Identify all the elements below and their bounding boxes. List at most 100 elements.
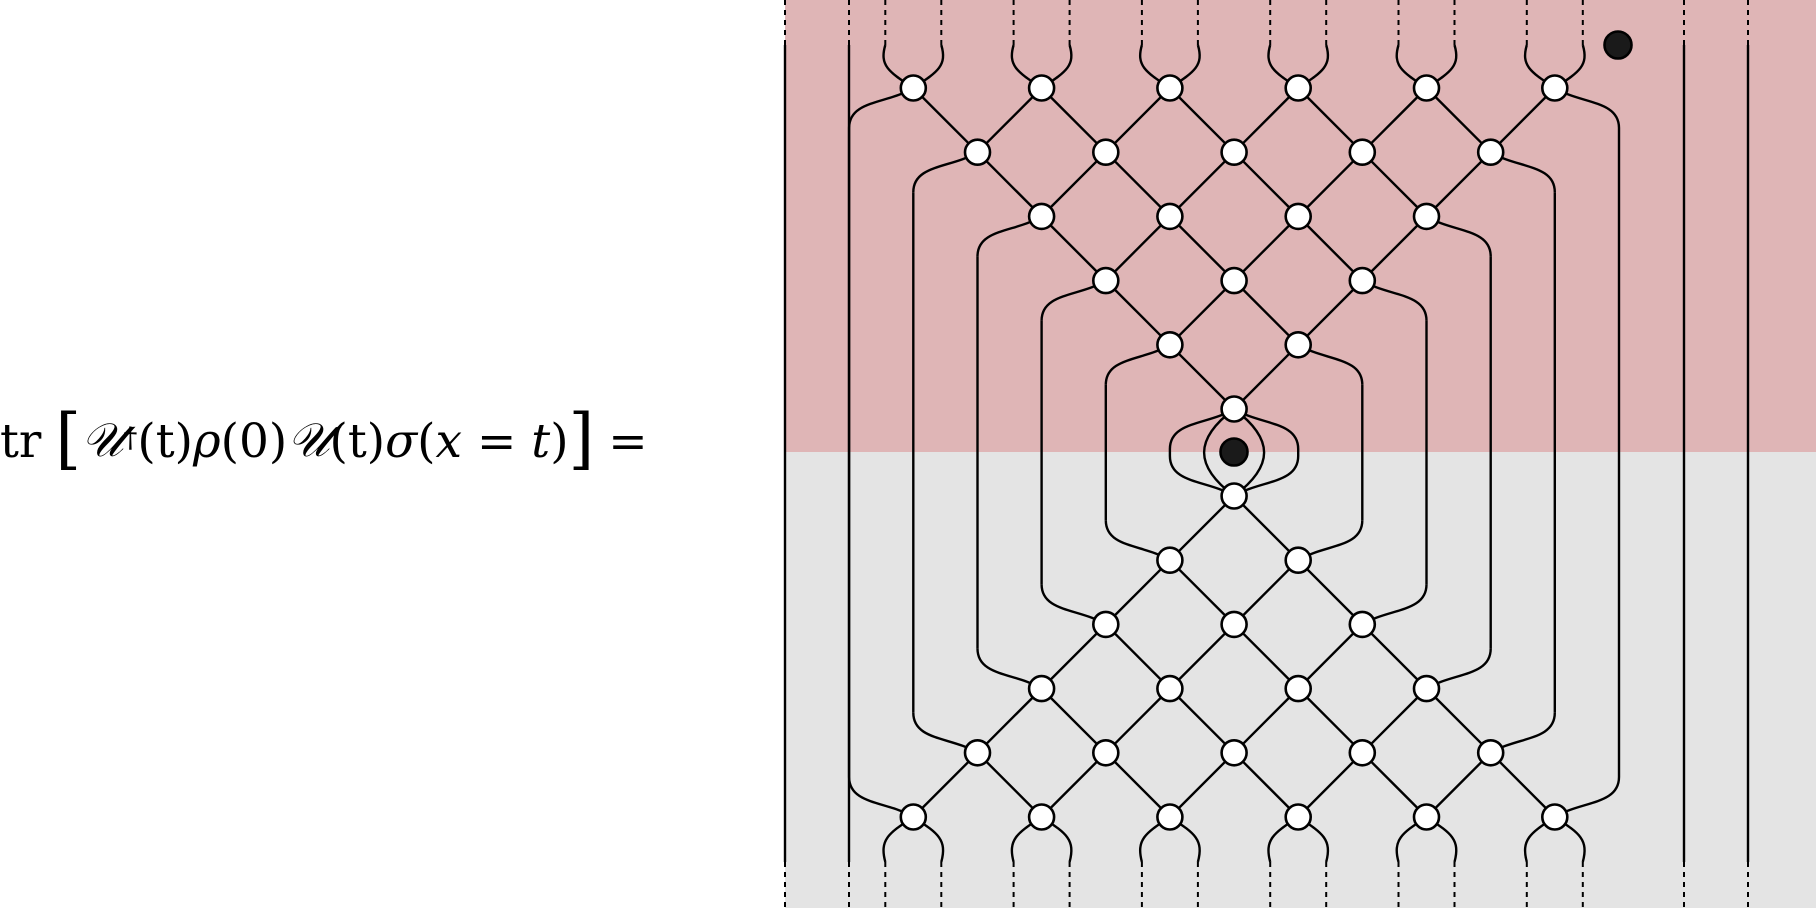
- evolution-operator: 𝒰: [287, 413, 330, 468]
- gate-link: [1233, 343, 1300, 410]
- gate-node: [1284, 803, 1312, 831]
- gate-link: [1104, 623, 1171, 690]
- gate-node: [1092, 138, 1120, 166]
- gate-link: [1297, 87, 1364, 154]
- gate-node: [1220, 395, 1248, 423]
- gate-link: [1104, 559, 1171, 626]
- time-argument-2: (t): [329, 413, 386, 469]
- gate-link: [976, 687, 1043, 754]
- gate-link: [1233, 559, 1300, 626]
- right-bracket: ]: [568, 400, 595, 477]
- gate-node: [1412, 74, 1441, 102]
- gate-link: [1361, 751, 1428, 818]
- gate-link: [1361, 687, 1428, 754]
- trace-symbol: tr: [0, 413, 42, 469]
- gate-node: [1156, 202, 1184, 231]
- gate-link: [1425, 151, 1492, 218]
- gate-node: [1348, 738, 1377, 767]
- gate-link: [1489, 87, 1556, 154]
- gate-link: [1233, 151, 1300, 218]
- gate-link: [1104, 87, 1171, 154]
- gate-link: [1361, 87, 1428, 154]
- gate-node: [1220, 738, 1248, 767]
- gate-node: [1284, 330, 1312, 359]
- time-variable: t: [531, 413, 551, 469]
- gate-link: [1233, 279, 1300, 346]
- gate-link: [912, 87, 979, 154]
- gate-link: [1297, 279, 1364, 346]
- gate-node: [963, 138, 992, 166]
- gate-link: [1040, 687, 1107, 754]
- gate-node: [1284, 546, 1312, 575]
- gate-nodes: [899, 30, 1633, 831]
- left-bracket: [: [55, 400, 82, 477]
- initial-time-argument: (0): [220, 413, 288, 469]
- gate-link: [1297, 751, 1364, 818]
- gate-link: [1425, 751, 1492, 818]
- gate-node: [1027, 674, 1056, 703]
- gate-node: [1220, 266, 1248, 295]
- gate-link: [1040, 623, 1107, 690]
- gate-node: [899, 74, 928, 102]
- gate-link: [1169, 343, 1235, 410]
- gate-link: [1233, 495, 1300, 562]
- density-matrix-symbol: ρ: [192, 413, 221, 469]
- gate-link: [1104, 215, 1171, 282]
- gate-link: [1169, 215, 1235, 282]
- gate-link: [1169, 559, 1235, 626]
- gate-link: [1233, 623, 1300, 690]
- inner-equals: =: [462, 413, 532, 469]
- gate-link: [976, 87, 1043, 154]
- gate-node: [1348, 266, 1377, 295]
- gate-link: [1169, 687, 1235, 754]
- gate-node: [1220, 482, 1248, 510]
- position-variable: x: [435, 413, 463, 469]
- gate-link: [1233, 215, 1300, 282]
- gate-node: [1476, 138, 1505, 166]
- gate-link: [1040, 87, 1107, 154]
- gate-node: [1156, 546, 1184, 575]
- sigma-arg-open: (: [417, 413, 436, 469]
- gate-link: [1297, 151, 1364, 218]
- boundary-dashed-legs: [784, 0, 1749, 908]
- gate-node: [1092, 266, 1120, 295]
- gate-link: [1361, 151, 1428, 218]
- gate-link: [1297, 687, 1364, 754]
- gate-link: [1361, 215, 1428, 282]
- gate-node: [1027, 74, 1056, 102]
- gate-link: [1169, 279, 1235, 346]
- trace-equation: tr [ 𝒰† (t) ρ (0) 𝒰 (t) σ ( x = t ) ] =: [0, 398, 730, 484]
- gate-link: [1040, 151, 1107, 218]
- gate-node: [1412, 803, 1441, 831]
- gate-node: [1284, 74, 1312, 102]
- equals-sign: =: [608, 413, 648, 469]
- gate-link: [1489, 751, 1556, 818]
- apex-right-link: [1233, 408, 1266, 497]
- gate-node: [1412, 674, 1441, 703]
- apex-left-link: [1202, 408, 1235, 497]
- gate-node: [963, 738, 992, 767]
- gate-node: [1156, 803, 1184, 831]
- gate-node: [1541, 803, 1569, 831]
- gate-node: [1476, 738, 1505, 767]
- gate-link: [1169, 495, 1235, 562]
- gate-link: [1425, 687, 1492, 754]
- sigma-operator-node: [1219, 437, 1249, 467]
- gate-node: [1541, 74, 1569, 102]
- gate-node: [1092, 610, 1120, 639]
- dagger-symbol: †: [123, 420, 138, 454]
- gate-node: [1284, 202, 1312, 231]
- gate-link: [1169, 751, 1235, 818]
- gate-link: [1233, 751, 1300, 818]
- gate-link: [912, 751, 979, 818]
- gate-node: [1348, 138, 1377, 166]
- gate-link: [1169, 87, 1235, 154]
- evolution-operator-dagger: 𝒰: [81, 413, 124, 468]
- gate-link: [1104, 151, 1171, 218]
- gate-link: [1233, 87, 1300, 154]
- time-argument-1: (t): [137, 413, 193, 469]
- gate-node: [1220, 610, 1248, 639]
- gate-link: [1040, 215, 1107, 282]
- gate-node: [1412, 202, 1441, 231]
